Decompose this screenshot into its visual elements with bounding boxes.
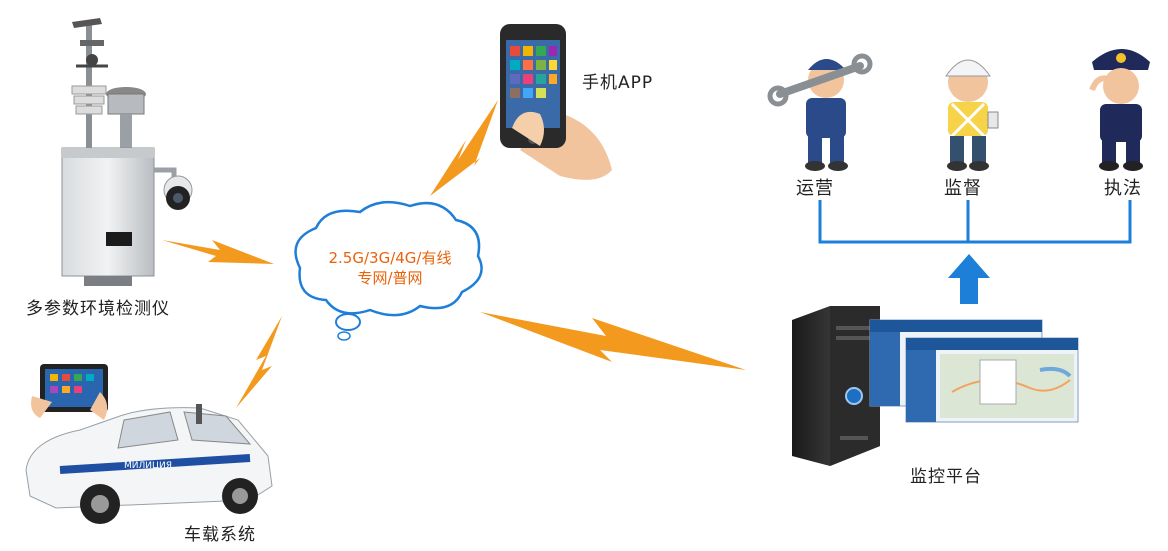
- hardhat-inspector-icon: [945, 59, 999, 171]
- role-label-enforcement: 执法: [1104, 178, 1142, 199]
- lightning-bolt-icon: [236, 316, 282, 408]
- car-sticker-text: МИЛИЦИЯ: [124, 461, 172, 471]
- lightning-bolt-icon: [480, 312, 746, 370]
- lightning-bolt-icon: [430, 100, 498, 196]
- wrench-worker-icon: [767, 53, 873, 171]
- lightning-bolts: [162, 100, 746, 408]
- station-label: 多参数环境检测仪: [26, 299, 170, 319]
- smartphone-icon: [500, 24, 612, 180]
- police-officer-icon: [1089, 49, 1150, 171]
- app-label: 手机APP: [582, 73, 654, 93]
- dashboard-screen-icon: [869, 319, 1079, 423]
- up-arrow-icon: [948, 254, 990, 304]
- police-car-icon: МИЛИЦИЯ: [25, 404, 273, 524]
- role-label-operation: 运营: [796, 178, 834, 199]
- role-connector: [818, 200, 1132, 244]
- network-cloud-icon: [294, 200, 483, 341]
- tablet-icon: [31, 364, 108, 420]
- network-label: 2.5G/3G/4G/有线 专网/普网: [300, 248, 480, 288]
- network-label-line2: 专网/普网: [357, 269, 423, 287]
- monitoring-station-icon: [61, 18, 193, 286]
- lightning-bolt-icon: [162, 240, 274, 264]
- network-label-line1: 2.5G/3G/4G/有线: [328, 249, 452, 267]
- platform-label: 监控平台: [910, 467, 982, 487]
- desktop-pc-icon: [792, 306, 880, 466]
- role-label-supervision: 监督: [944, 178, 982, 199]
- vehicle-label: 车载系统: [184, 525, 256, 545]
